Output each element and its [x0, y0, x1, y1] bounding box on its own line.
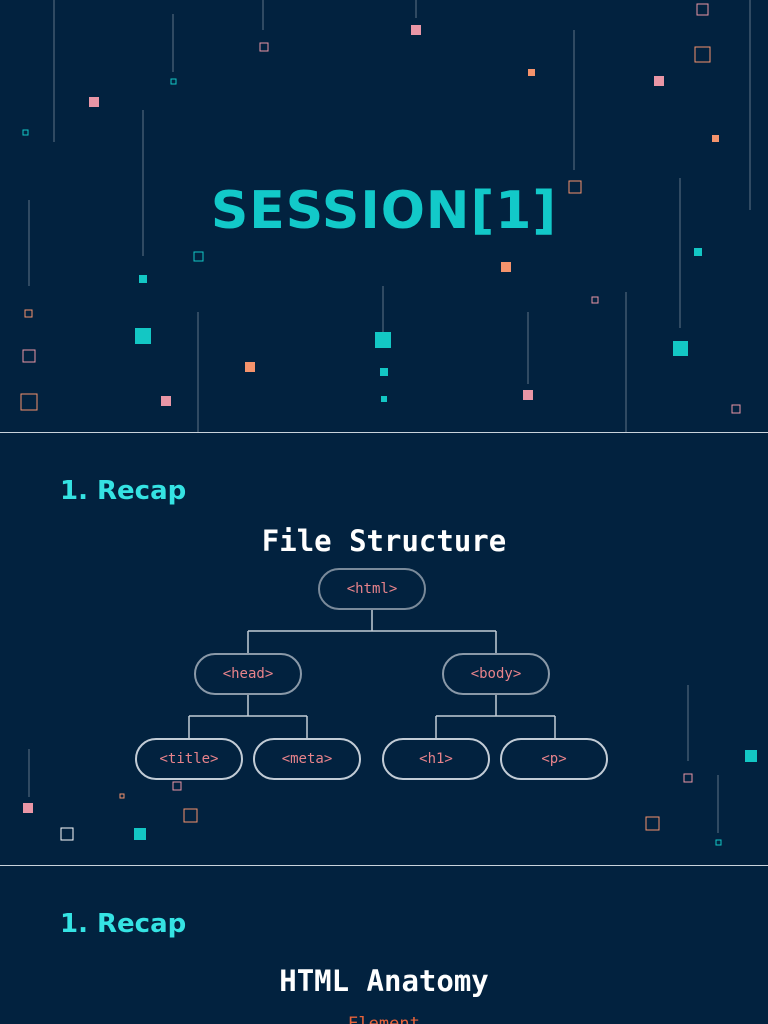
deco-outline	[683, 773, 693, 783]
deco-outline	[20, 393, 38, 411]
tree-connectors	[188, 610, 556, 738]
section-heading: 1. Recap	[60, 476, 187, 506]
deco-outline	[591, 296, 599, 304]
deco-square	[245, 362, 255, 372]
deco-square	[673, 341, 688, 356]
tree-node-head: <head>	[194, 653, 302, 695]
deco-square	[381, 396, 387, 402]
deco-outline	[694, 46, 711, 63]
deco-square	[528, 69, 535, 76]
deco-outline	[696, 3, 709, 16]
deco-square	[134, 828, 146, 840]
element-label: Element	[348, 1014, 420, 1024]
deco-outline	[568, 180, 582, 194]
deco-square	[135, 328, 151, 344]
file-structure-slide: 1. Recap File Structure <html> <head> <b…	[0, 433, 768, 865]
deco-outline	[172, 781, 182, 791]
slide-divider	[0, 865, 768, 866]
deco-square	[161, 396, 171, 406]
deco-outline	[193, 251, 204, 262]
tree-node-p: <p>	[500, 738, 608, 780]
deco-outline	[183, 808, 198, 823]
deco-square	[745, 750, 757, 762]
slide-title: HTML Anatomy	[279, 964, 489, 998]
tree-node-h1: <h1>	[382, 738, 490, 780]
title-slide: SESSION[1]	[0, 0, 768, 432]
deco-outline	[119, 793, 125, 799]
deco-square	[712, 135, 719, 142]
tree-node-meta: <meta>	[253, 738, 361, 780]
deco-square	[89, 97, 99, 107]
background-decoration	[20, 0, 751, 432]
slide-title: File Structure	[261, 524, 507, 558]
deco-square	[501, 262, 511, 272]
html-anatomy-slide: 1. Recap HTML Anatomy Element	[0, 866, 768, 1024]
deco-outline	[24, 309, 33, 318]
slide-divider	[0, 432, 768, 433]
session-title: SESSION[1]	[210, 181, 558, 241]
deco-square	[375, 332, 391, 348]
tree-node-html: <html>	[318, 568, 426, 610]
deco-square	[139, 275, 147, 283]
deco-outline	[22, 129, 29, 136]
deco-outline	[715, 839, 722, 846]
deco-outline	[645, 816, 660, 831]
deco-outline	[259, 42, 269, 52]
deco-square	[523, 390, 533, 400]
deco-square	[694, 248, 702, 256]
deco-square	[380, 368, 388, 376]
deco-square	[411, 25, 421, 35]
section-heading: 1. Recap	[60, 909, 187, 939]
deco-square	[23, 803, 33, 813]
tree-node-body: <body>	[442, 653, 550, 695]
deco-outline	[170, 78, 177, 85]
deco-outline	[22, 349, 36, 363]
deco-outline	[60, 827, 74, 841]
tree-node-title: <title>	[135, 738, 243, 780]
background-decoration	[23, 610, 757, 846]
deco-square	[654, 76, 664, 86]
deco-outline	[731, 404, 741, 414]
